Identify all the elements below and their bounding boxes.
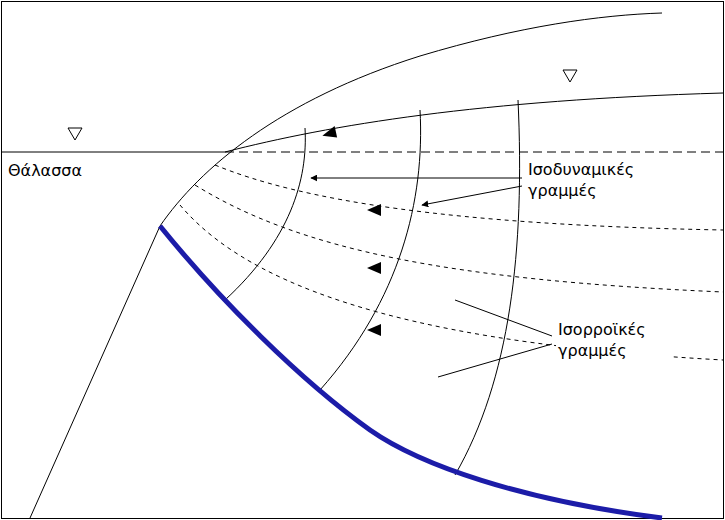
sea-level-extension: [225, 152, 723, 153]
flow-arrow: [367, 204, 381, 216]
slope-line: [30, 226, 160, 518]
leader-line: [438, 344, 552, 377]
phreatic-line: [225, 93, 723, 152]
leader-line: [311, 178, 522, 179]
leader-line: [455, 300, 552, 336]
ground-surface: [160, 13, 662, 226]
sea-label: Θάλασσα: [6, 161, 110, 182]
impermeable-boundary: [160, 226, 662, 518]
flow-arrow: [367, 262, 381, 274]
equipotential-line: [225, 128, 305, 300]
sea-level: [2, 152, 225, 153]
water-level-symbol: [563, 70, 577, 82]
equipotential-line: [455, 100, 520, 475]
leader-line: [422, 186, 522, 205]
flowline-label: Ισορροϊκές γραμμές: [556, 320, 672, 362]
equipotential-line: [320, 110, 421, 390]
equipotential-label: Ισοδυναμικές γραμμές: [526, 160, 652, 202]
water-level-symbol: [68, 128, 82, 140]
flow-arrow: [367, 324, 381, 336]
flow-arrow: [321, 126, 337, 141]
